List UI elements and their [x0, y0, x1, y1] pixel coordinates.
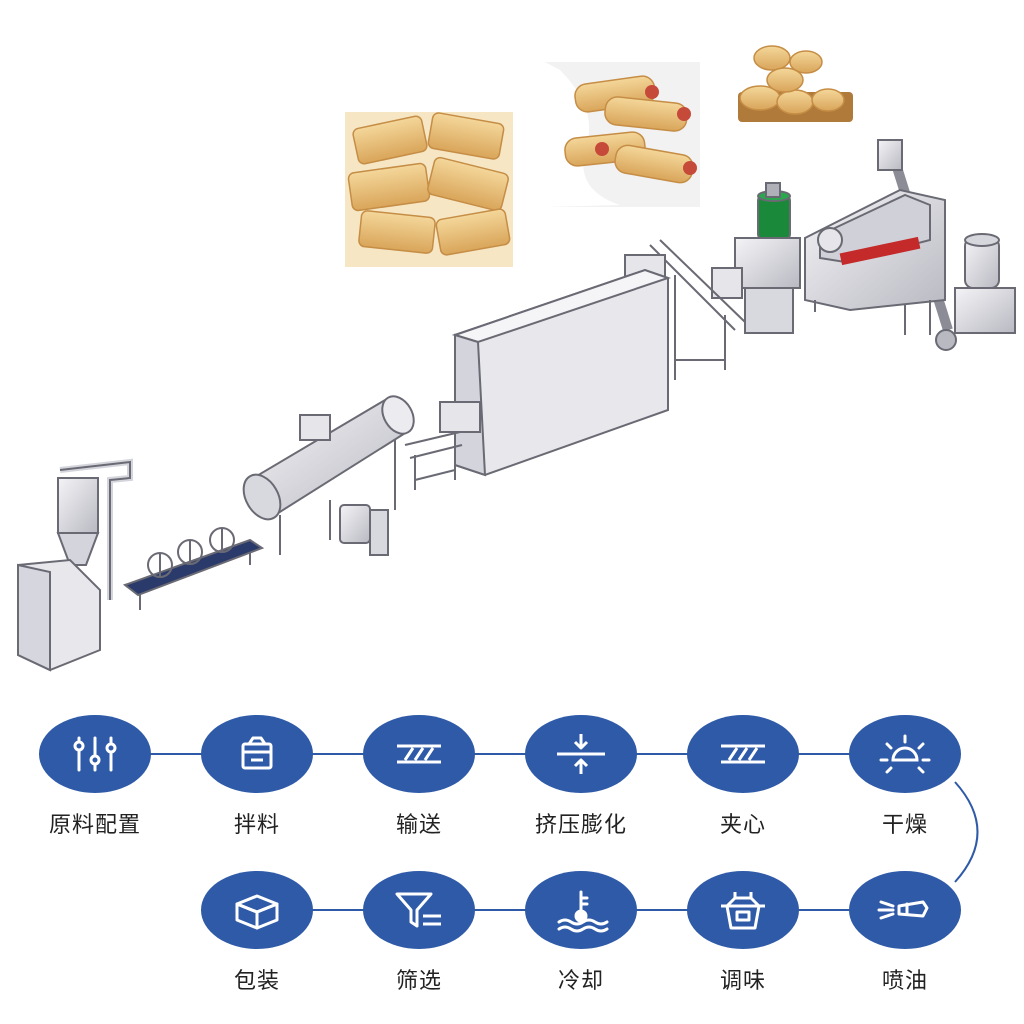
- filter-icon: [395, 892, 441, 928]
- step-seasoning: 调味: [678, 871, 808, 995]
- sun-icon: [879, 734, 931, 774]
- step-label: 包装: [233, 969, 280, 994]
- step-circle: [849, 871, 961, 949]
- mixer-cyclone: [17, 458, 133, 672]
- conveyor-icon: [397, 744, 441, 764]
- seasoning-drum: [242, 395, 415, 556]
- product-photo-rice-bars: [345, 112, 513, 267]
- step-circle: [39, 715, 151, 793]
- thermometer-water-icon: [557, 890, 609, 933]
- step-circle: [201, 871, 313, 949]
- layers-icon: [721, 744, 765, 764]
- step-circle: [525, 715, 637, 793]
- step-label: 输送: [395, 813, 442, 838]
- step-circle: [687, 871, 799, 949]
- step-conveying: 输送: [354, 715, 484, 839]
- step-circle: [363, 871, 475, 949]
- twin-screw-extruder: [804, 188, 946, 312]
- step-circle: [201, 715, 313, 793]
- step-mixing: 拌料: [192, 715, 322, 839]
- product-photo-round-rolls: [738, 45, 853, 122]
- step-filling: 夹心: [678, 715, 808, 839]
- apron-icon: [721, 892, 765, 930]
- compress-icon: [557, 734, 605, 774]
- step-packaging: 包装: [192, 871, 322, 995]
- step-label: 筛选: [395, 969, 442, 994]
- step-circle: [849, 715, 961, 793]
- elevator-conveyor: [624, 239, 746, 380]
- step-raw-material: 原料配置: [30, 715, 160, 839]
- dryer-oven: [439, 268, 672, 477]
- spray-icon: [877, 900, 929, 920]
- process-flow: 原料配置 拌料 输送: [0, 690, 1024, 1024]
- step-label: 喷油: [881, 969, 928, 994]
- step-screening: 筛选: [354, 871, 484, 995]
- box-icon: [235, 894, 279, 930]
- product-photo-filled-rolls: [545, 62, 700, 207]
- step-label: 挤压膨化: [534, 813, 627, 838]
- production-line-illustration: [17, 45, 1016, 672]
- transfer-conveyor: [404, 431, 463, 490]
- sliders-icon: [73, 736, 117, 772]
- step-oil-spraying: 喷油: [840, 871, 970, 995]
- step-circle: [363, 715, 475, 793]
- step-label: 冷却: [557, 969, 604, 994]
- step-cooling: 冷却: [516, 871, 646, 995]
- step-label: 干燥: [881, 813, 928, 838]
- step-circle: [525, 871, 637, 949]
- step-label: 调味: [719, 969, 766, 994]
- filling-machine: [711, 182, 801, 334]
- step-circle: [687, 715, 799, 793]
- cooling-conveyor: [122, 527, 265, 610]
- mixer-icon: [241, 736, 273, 770]
- step-label: 原料配置: [48, 813, 141, 838]
- step-extrusion: 挤压膨化: [516, 715, 646, 839]
- step-drying: 干燥: [840, 715, 970, 839]
- step-label: 拌料: [233, 813, 280, 838]
- step-label: 夹心: [719, 813, 766, 838]
